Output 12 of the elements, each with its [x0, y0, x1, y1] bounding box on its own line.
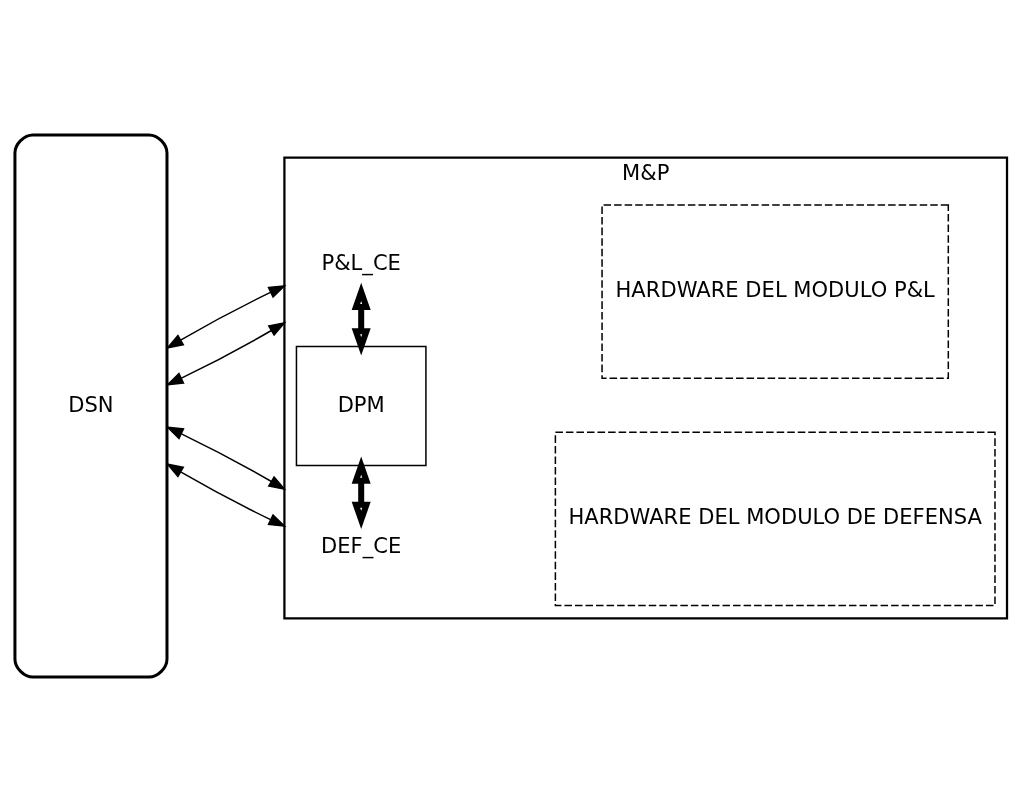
node-box: DPM — [295, 345, 427, 466]
arrow — [165, 462, 287, 527]
node-box: DSN — [13, 133, 169, 678]
arrow — [165, 284, 287, 349]
node-box: HARDWARE DEL MODULO P&L — [601, 203, 950, 379]
node-text: DEF_CE — [321, 532, 402, 558]
node-box: HARDWARE DEL MODULO DE DEFENSA — [554, 431, 996, 606]
arrow — [351, 282, 371, 355]
arrow — [165, 425, 287, 490]
arrow — [165, 321, 287, 386]
node-text: P&L_CE — [321, 249, 401, 275]
arrow — [351, 456, 371, 529]
